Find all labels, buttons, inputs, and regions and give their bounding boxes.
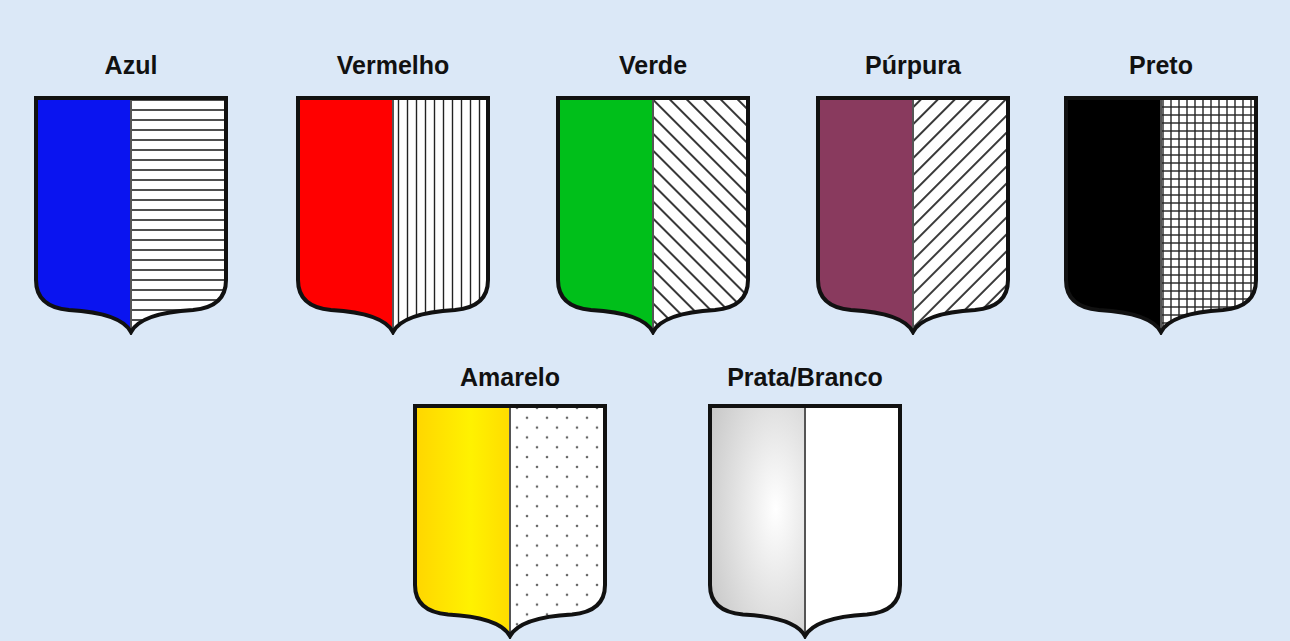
divider-line: [1160, 98, 1162, 329]
shield-outline: [415, 406, 605, 636]
tincture-name: Preto: [1063, 50, 1259, 80]
solid-half: [707, 403, 805, 639]
hatch-half: [805, 403, 903, 639]
divider-line: [804, 406, 806, 633]
tincture-shield: Vermelho: [295, 50, 491, 335]
tincture-name: Verde: [555, 50, 751, 80]
hatch-pattern: [393, 95, 491, 335]
shield-outline: [1066, 98, 1256, 332]
shield-outline: [710, 406, 900, 636]
hatch-half: [131, 95, 229, 335]
tincture-name: Prata/Branco: [707, 362, 903, 392]
tincture-shield: Púrpura: [815, 50, 1011, 335]
tincture-shield: Prata/Branco: [707, 362, 903, 639]
shield-drawing: [33, 95, 229, 335]
shield-outline: [818, 98, 1008, 332]
hatch-half: [653, 95, 751, 335]
solid-half: [555, 95, 653, 335]
tincture-name: Púrpura: [815, 50, 1011, 80]
tincture-shield: Preto: [1063, 50, 1259, 335]
tincture-name: Amarelo: [412, 362, 608, 392]
solid-half: [815, 95, 913, 335]
hatch-pattern: [653, 95, 751, 335]
divider-line: [509, 406, 511, 633]
shield-outline: [36, 98, 226, 332]
tincture-shield: Verde: [555, 50, 751, 335]
hatch-half: [1161, 95, 1259, 335]
shield-drawing: [295, 95, 491, 335]
divider-line: [912, 98, 914, 329]
divider-line: [652, 98, 654, 329]
tincture-shield: Amarelo: [412, 362, 608, 639]
hatch-half: [510, 403, 608, 639]
shield-drawing: [707, 403, 903, 639]
solid-half: [33, 95, 131, 335]
solid-half: [412, 403, 510, 639]
hatch-half: [393, 95, 491, 335]
hatch-pattern: [510, 403, 608, 639]
tincture-name: Vermelho: [295, 50, 491, 80]
tincture-name: Azul: [33, 50, 229, 80]
hatch-half: [913, 95, 1011, 335]
hatch-pattern: [913, 95, 1011, 335]
shield-drawing: [412, 403, 608, 639]
shield-drawing: [815, 95, 1011, 335]
shield-drawing: [1063, 95, 1259, 335]
shield-drawing: [555, 95, 751, 335]
solid-half: [1063, 95, 1161, 335]
divider-line: [392, 98, 394, 329]
hatch-pattern: [1161, 95, 1259, 335]
divider-line: [130, 98, 132, 329]
tincture-shield: Azul: [33, 50, 229, 335]
shield-outline: [558, 98, 748, 332]
shield-outline: [298, 98, 488, 332]
solid-half: [295, 95, 393, 335]
hatch-pattern: [131, 95, 229, 335]
